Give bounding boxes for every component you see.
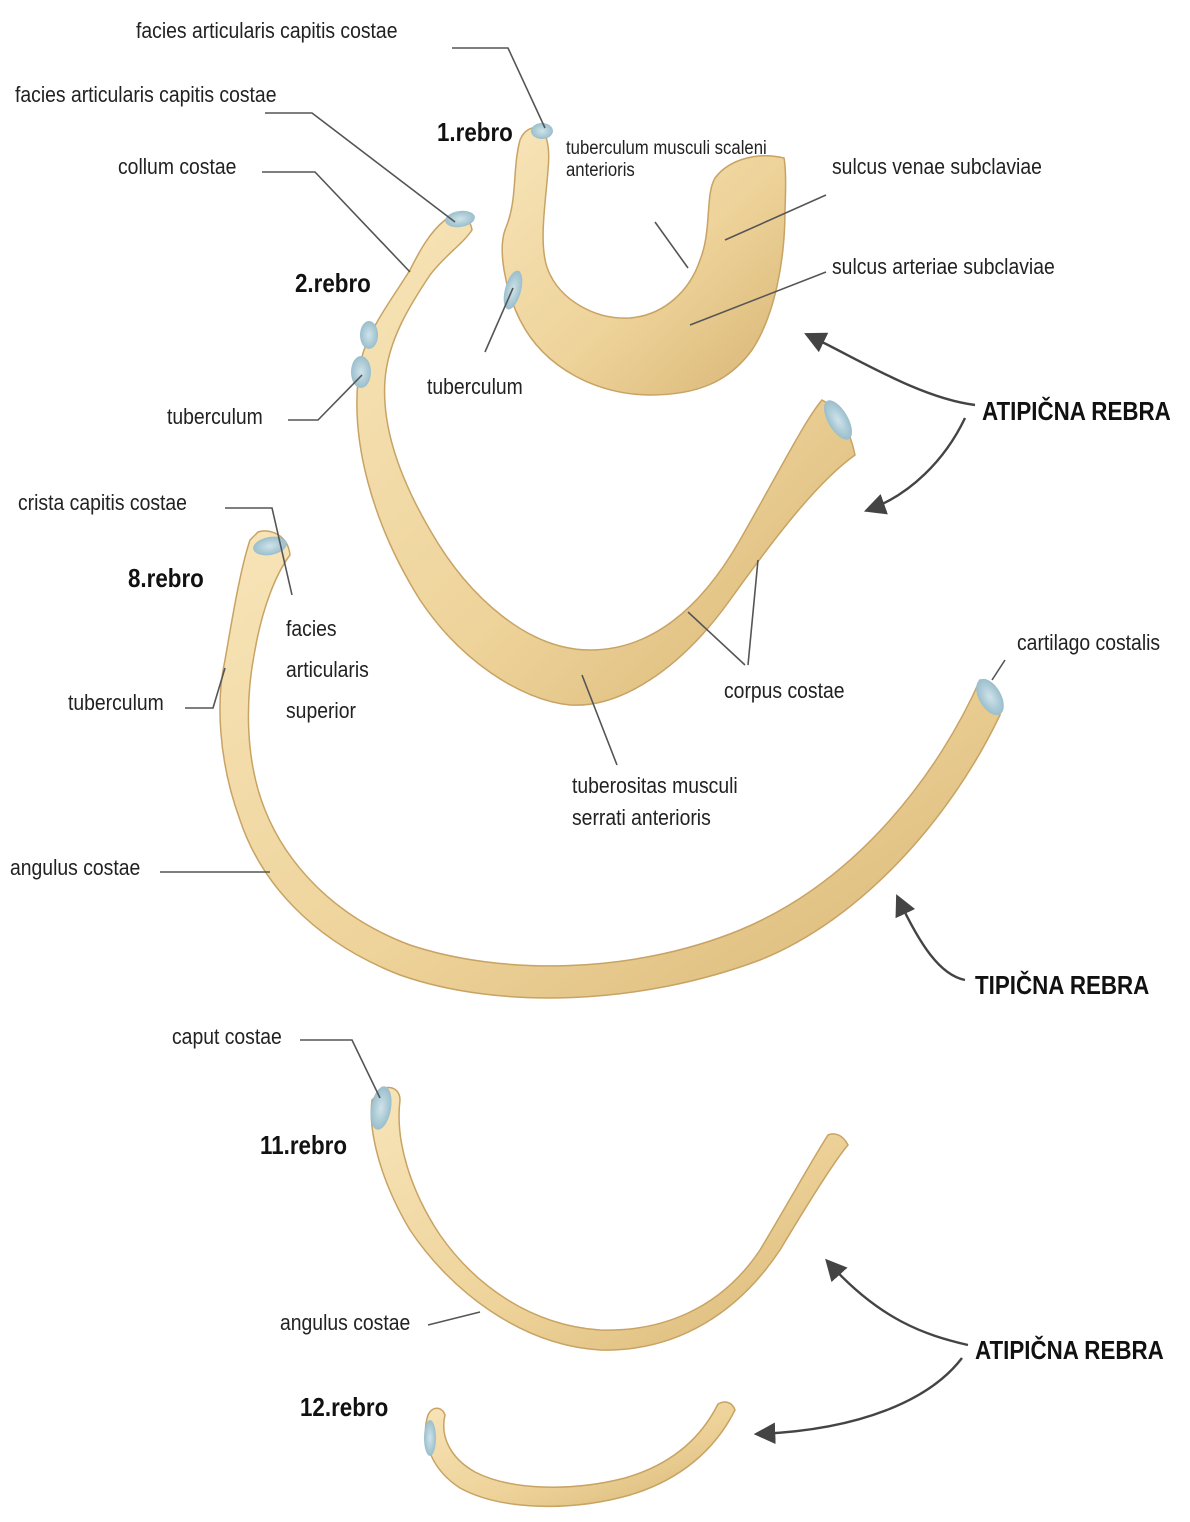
leader-facies-art-cap-2 xyxy=(265,113,455,222)
label-facies-articularis-capitis-2: facies articularis capitis costae xyxy=(15,82,276,108)
arrow-atypical-top-2 xyxy=(868,418,965,510)
leader-angulus-11 xyxy=(428,1312,480,1325)
group-typical: TIPIČNA REBRA xyxy=(975,970,1149,1001)
rib-2 xyxy=(351,209,858,705)
label-angulus-costae-11: angulus costae xyxy=(280,1310,410,1336)
arrow-atypical-bottom-2 xyxy=(758,1358,962,1434)
rib-8 xyxy=(220,531,1010,998)
label-tuberculum-1: tuberculum xyxy=(427,374,523,400)
leader-cartilago xyxy=(992,660,1005,680)
leader-facies-art-cap-1 xyxy=(452,48,545,128)
label-cartilago-costalis: cartilago costalis xyxy=(1017,630,1160,656)
leader-caput xyxy=(300,1040,380,1098)
rib-11 xyxy=(367,1085,848,1350)
rib-12-title: 12.rebro xyxy=(300,1392,388,1423)
rib-1-title: 1.rebro xyxy=(437,117,513,148)
label-tuberositas-musculi-serrati: tuberositas musculi serrati anterioris xyxy=(572,770,757,834)
label-sulcus-venae-subclaviae: sulcus venae subclaviae xyxy=(832,154,1042,180)
group-atypical-top: ATIPIČNA REBRA xyxy=(982,396,1171,427)
label-facies-articularis-superior: facies articularis superior xyxy=(286,608,374,731)
label-tuberculum-8: tuberculum xyxy=(68,690,164,716)
label-collum-costae: collum costae xyxy=(118,154,236,180)
leader-collum xyxy=(262,172,410,272)
leader-tuberculum-2 xyxy=(288,375,362,420)
label-angulus-costae-8: angulus costae xyxy=(10,855,140,881)
leader-corpus-2 xyxy=(748,560,758,665)
group-atypical-bottom: ATIPIČNA REBRA xyxy=(975,1335,1164,1366)
label-sulcus-arteriae-subclaviae: sulcus arteriae subclaviae xyxy=(832,254,1055,280)
label-caput-costae: caput costae xyxy=(172,1024,282,1050)
arrow-typical xyxy=(898,898,965,980)
label-facies-articularis-capitis-1: facies articularis capitis costae xyxy=(136,18,397,44)
rib-2-title: 2.rebro xyxy=(295,268,371,299)
label-crista-capitis-costae: crista capitis costae xyxy=(18,490,187,516)
arrow-atypical-top-1 xyxy=(808,335,975,405)
label-tuberculum-musculi-scaleni: tuberculum musculi scaleni anterioris xyxy=(566,138,795,183)
rib-8-title: 8.rebro xyxy=(128,563,204,594)
label-corpus-costae: corpus costae xyxy=(724,678,845,704)
label-tuberculum-2: tuberculum xyxy=(167,404,263,430)
leader-tuberculum-1 xyxy=(485,288,513,352)
rib-11-title: 11.rebro xyxy=(260,1130,347,1161)
leader-tuberculum-musc-scaleni xyxy=(655,222,688,268)
arrow-atypical-bottom-1 xyxy=(828,1262,968,1345)
rib-12 xyxy=(424,1402,735,1506)
leader-tuberculum-8 xyxy=(185,668,225,708)
